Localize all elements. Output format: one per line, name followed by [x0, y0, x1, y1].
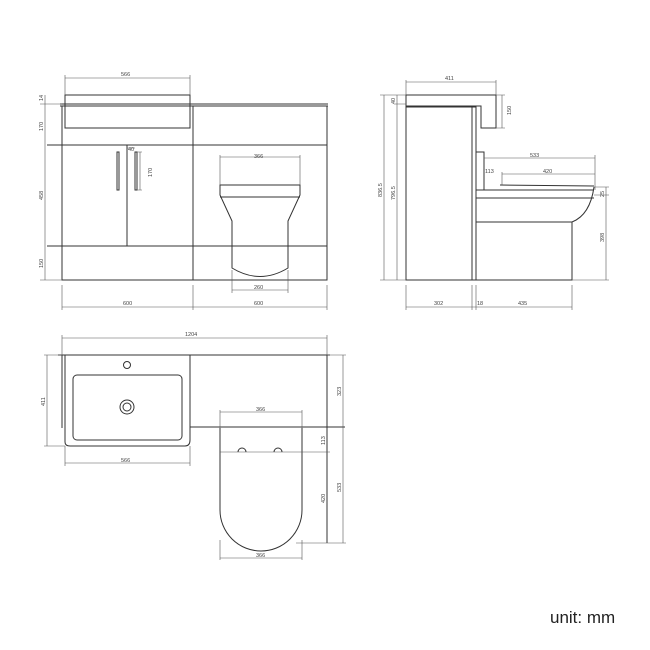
side-view: 411 40 150 836.5 796.5 533 420 113 25 39…: [378, 76, 609, 310]
dim-366: 366: [254, 154, 263, 160]
tap-hole-icon: [123, 361, 131, 369]
dim-411-top: 411: [41, 397, 47, 406]
dim-113: 113: [485, 169, 494, 175]
dim-366-top: 366: [256, 407, 265, 413]
toilet-front: [219, 184, 301, 277]
dim-796-5: 796.5: [391, 186, 397, 200]
door-handle-right: [134, 151, 138, 191]
dim-600-left: 600: [123, 301, 132, 307]
dim-150: 150: [39, 259, 45, 268]
dim-25: 25: [600, 191, 606, 197]
dim-handle-170: 170: [148, 168, 154, 177]
dim-435: 435: [518, 301, 527, 307]
dim-566-top: 566: [121, 458, 130, 464]
dim-458: 458: [39, 191, 45, 200]
dim-420-top: 420: [321, 494, 327, 503]
toilet-side: [476, 184, 595, 281]
front-view: 566 14 170 458 150 40 170 366 260 600 60…: [39, 72, 328, 310]
dim-40: 40: [128, 147, 134, 153]
dim-600-right: 600: [254, 301, 263, 307]
dim-420: 420: [543, 169, 552, 175]
dim-411: 411: [445, 76, 454, 82]
toilet-top: [219, 428, 303, 552]
dim-260: 260: [254, 285, 263, 291]
dim-113-top: 113: [321, 436, 327, 445]
dim-150-side: 150: [507, 106, 513, 115]
dim-302: 302: [434, 301, 443, 307]
dim-533: 533: [530, 153, 539, 159]
dim-1204: 1204: [185, 332, 197, 338]
dim-366-bottom: 366: [256, 553, 265, 559]
dim-566: 566: [121, 72, 130, 78]
drain-icon: [119, 399, 135, 415]
dim-170: 170: [39, 122, 45, 131]
dim-14: 14: [39, 95, 45, 101]
dim-323: 323: [337, 387, 343, 396]
door-handle-left: [116, 151, 120, 191]
dim-836-5: 836.5: [378, 183, 384, 197]
dim-398: 398: [600, 233, 606, 242]
dim-18: 18: [477, 301, 483, 307]
dim-533-top: 533: [337, 483, 343, 492]
unit-label: unit: mm: [550, 608, 616, 627]
top-view: 1204 411 566 366 323 113 420 533 366: [41, 332, 346, 560]
dim-40-side: 40: [391, 98, 397, 104]
